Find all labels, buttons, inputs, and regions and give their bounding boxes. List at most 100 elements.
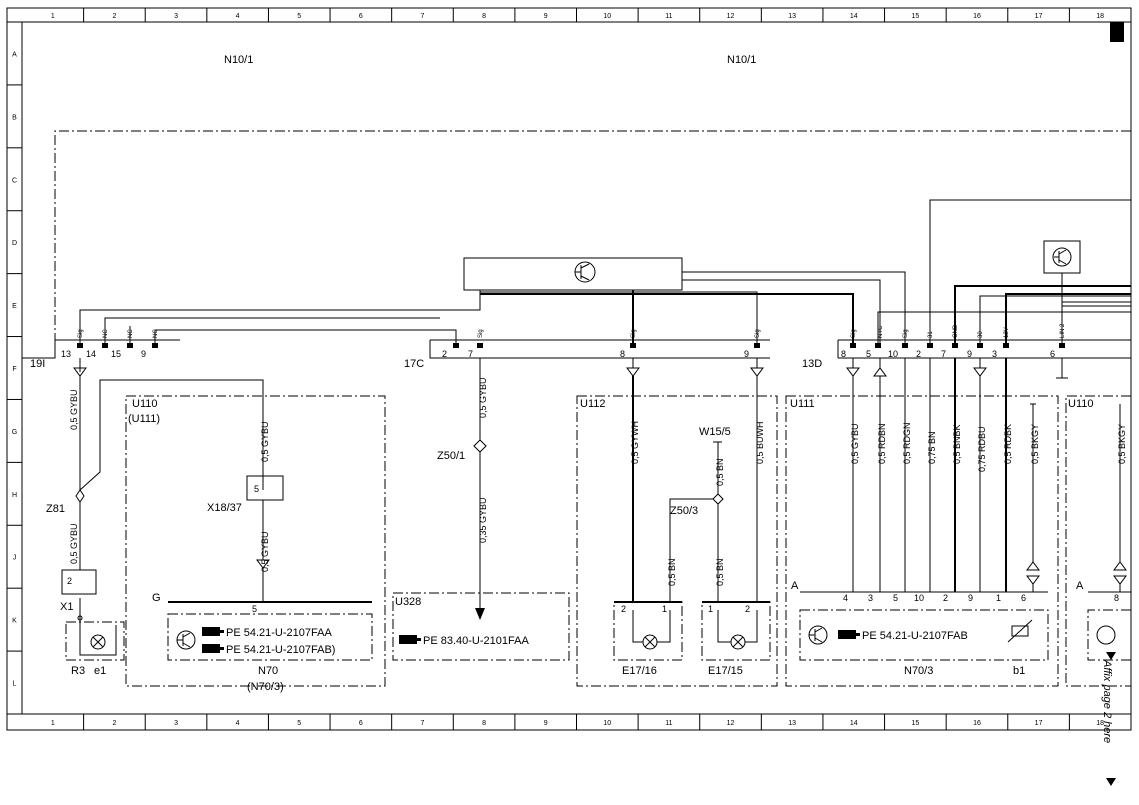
connector-rail-19i <box>22 339 180 359</box>
pointing-hand-icon <box>202 627 224 636</box>
label-x18-37: X18/37 <box>207 502 242 514</box>
signal-nc-1: NC <box>103 329 109 338</box>
module-u112 <box>576 395 778 687</box>
column-label-bottom: 8 <box>482 720 486 727</box>
pin-e15-2: 2 <box>745 604 750 614</box>
signal-30: 30 <box>978 331 984 338</box>
corner-logo-icon <box>1110 22 1124 42</box>
row-label: B <box>12 114 17 121</box>
wire-z50-1 <box>473 358 487 620</box>
pin-13: 13 <box>61 349 71 359</box>
row-label: A <box>12 51 17 58</box>
label-x1: X1 <box>60 601 73 613</box>
pointing-hand-icon <box>838 630 860 639</box>
pin-ar8: 8 <box>1114 593 1119 603</box>
connector-rail-13d <box>837 339 1131 359</box>
pin-e15-1: 1 <box>708 604 713 614</box>
column-label-top: 3 <box>174 13 178 20</box>
column-label-top: 2 <box>112 13 116 20</box>
column-label-top: 4 <box>236 13 240 20</box>
pin-3a: 3 <box>992 349 997 359</box>
wire-label-gybu-3: 0,5 GYBU <box>260 421 270 462</box>
pin-numbers: 13 14 15 9 2 7 8 9 8 5 10 2 7 9 3 6 2 5 … <box>61 349 1119 614</box>
module-u110 <box>125 395 386 687</box>
pin-8b: 8 <box>841 349 846 359</box>
wire-label-bn-1: 0,5 BN <box>715 458 725 486</box>
label-z50-1: Z50/1 <box>437 450 465 462</box>
pin-6a: 6 <box>1050 349 1055 359</box>
wire-label-bnbk: 0,5 BNBK <box>952 424 962 464</box>
column-label-top: 7 <box>421 13 425 20</box>
pin-7b: 7 <box>941 349 946 359</box>
label-conn-17c: 17C <box>404 358 424 370</box>
column-label-bottom: 9 <box>544 720 548 727</box>
wire-label-bkgy-2: 0,5 BKGY <box>1117 424 1127 464</box>
label-u110-right: U110 <box>1068 398 1093 410</box>
column-label-bottom: 18 <box>1096 720 1104 727</box>
pin-a2: 2 <box>943 593 948 603</box>
signal-sig-4: Sig <box>755 329 761 338</box>
pin-a10: 10 <box>914 593 924 603</box>
pin-a3: 3 <box>868 593 873 603</box>
column-label-bottom: 14 <box>850 720 858 727</box>
component-e17-16 <box>613 601 683 661</box>
label-n10-1-right: N10/1 <box>727 54 756 66</box>
wire-z81 <box>73 358 264 624</box>
reference-4: PE 54.21-U-2107FAB <box>862 630 968 642</box>
pin-7a: 7 <box>468 349 473 359</box>
pin-2a: 2 <box>442 349 447 359</box>
reference-notes: PE 54.21-U-2107FAA PE 54.21-U-2107FAB) P… <box>202 627 968 656</box>
column-grid-ticks <box>83 8 1070 730</box>
wire-label-gybu-5: 0,5 GYBU <box>478 377 488 418</box>
row-label: H <box>12 492 17 499</box>
label-z81: Z81 <box>46 503 65 515</box>
column-label-bottom: 2 <box>112 720 116 727</box>
wire-label-buwh: 0,5 BUWH <box>755 421 765 464</box>
signal-nc-3: NC <box>153 329 159 338</box>
wire-label-035-gybu: 0,35 GYBU <box>478 497 488 543</box>
pin-9b: 9 <box>744 349 749 359</box>
label-e1: e1 <box>94 665 106 677</box>
wires-u111 <box>846 358 1127 592</box>
pin-e16-2: 2 <box>621 604 626 614</box>
label-u328: U328 <box>395 596 421 608</box>
signal-nc-2: NC <box>128 329 134 338</box>
pin-a1: 1 <box>996 593 1001 603</box>
label-conn-13d: 13D <box>802 358 822 370</box>
reference-1: PE 54.21-U-2107FAA <box>226 627 332 639</box>
column-label-top: 16 <box>973 13 981 20</box>
reference-3: PE 83.40-U-2101FAA <box>423 635 529 647</box>
component-n70 <box>167 601 373 661</box>
signal-sig-3: Sig <box>631 329 637 338</box>
label-z50-3: Z50/3 <box>670 505 698 517</box>
label-n70-3-paren: (N70/3) <box>247 681 284 693</box>
column-label-top: 9 <box>544 13 548 20</box>
transistor-box-center <box>463 257 683 291</box>
pin-a6: 6 <box>1021 593 1026 603</box>
arrow-down-icon <box>1106 778 1116 786</box>
column-label-top: 14 <box>850 13 858 20</box>
component-x18-37 <box>246 475 284 602</box>
wire-label-rdbn: 0,5 RDBN <box>877 423 887 464</box>
column-labels: 1122334455667788991010111112121313141415… <box>51 13 1104 727</box>
column-label-bottom: 16 <box>973 720 981 727</box>
label-u112: U112 <box>580 398 605 410</box>
pin-9a: 9 <box>141 349 146 359</box>
column-label-bottom: 7 <box>421 720 425 727</box>
wire-label-gywh: 0,5 GYWH <box>630 421 640 464</box>
wire-w15-5 <box>669 441 724 602</box>
reference-2: PE 54.21-U-2107FAB) <box>226 644 335 656</box>
internal-bus-lines <box>79 199 1131 345</box>
pointing-hand-icon <box>399 635 421 644</box>
pin-9c: 9 <box>967 349 972 359</box>
column-label-top: 13 <box>788 13 796 20</box>
column-label-bottom: 13 <box>788 720 796 727</box>
signal-sig-2: Sig <box>478 329 484 338</box>
signal-31: 31 <box>928 331 934 338</box>
wire-label-bn-2: 0,5 BN <box>667 558 677 586</box>
signal-sig-6: Sig <box>903 329 909 338</box>
module-u111 <box>785 395 1059 687</box>
column-label-top: 11 <box>665 13 672 20</box>
